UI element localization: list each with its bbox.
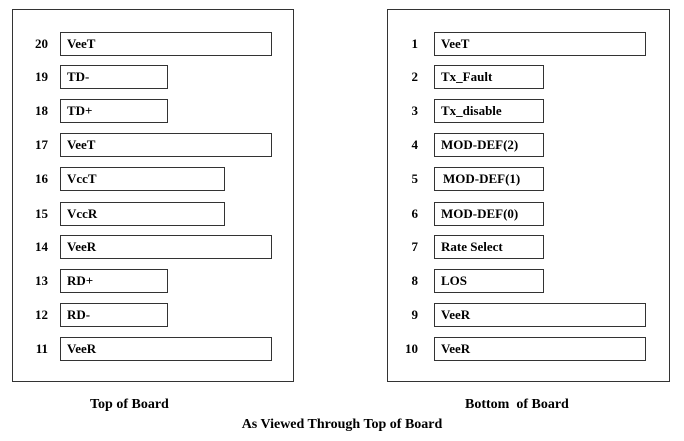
pin-label-box: RD- xyxy=(60,303,168,327)
figure-caption: As Viewed Through Top of Board xyxy=(241,417,443,432)
pin-number: 20 xyxy=(35,36,48,51)
pin-number: 5 xyxy=(411,171,419,186)
pin-number: 16 xyxy=(35,171,48,186)
pin-label-box: VccR xyxy=(60,202,225,226)
bottom-of-board-caption: Bottom of Board xyxy=(465,397,569,412)
pin-number: 13 xyxy=(35,273,48,288)
pin-number: 11 xyxy=(35,341,48,356)
pin-number: 18 xyxy=(35,103,48,118)
pin-number: 14 xyxy=(35,239,48,254)
pin-label-box: LOS xyxy=(434,269,544,293)
pin-label-box: MOD-DEF(0) xyxy=(434,202,544,226)
pin-number: 17 xyxy=(35,137,48,152)
pin-number: 19 xyxy=(35,69,48,84)
pin-label-box: VccT xyxy=(60,167,225,191)
top-of-board-panel: 20 VeeT 19 TD- 18 TD+ 17 VeeT 16 VccT 15… xyxy=(12,9,294,382)
pin-number: 3 xyxy=(411,103,419,118)
pin-number: 12 xyxy=(35,307,48,322)
pin-number: 1 xyxy=(411,36,419,51)
bottom-of-board-panel: 1 VeeT 2 Tx_Fault 3 Tx_disable 4 MOD-DEF… xyxy=(387,9,670,382)
pin-label-box: VeeR xyxy=(60,337,272,361)
pin-label-box: VeeR xyxy=(434,337,646,361)
pin-number: 15 xyxy=(35,206,48,221)
pin-number: 10 xyxy=(405,341,418,356)
pin-label-box: MOD-DEF(2) xyxy=(434,133,544,157)
pin-label-box: MOD-DEF(1) xyxy=(434,167,544,191)
pin-label-box: Rate Select xyxy=(434,235,544,259)
pin-label-box: TD- xyxy=(60,65,168,89)
pin-number: 2 xyxy=(411,69,419,84)
pin-number: 8 xyxy=(411,273,419,288)
pin-label-box: Tx_Fault xyxy=(434,65,544,89)
pin-label-box: VeeR xyxy=(60,235,272,259)
pin-label-box: VeeT xyxy=(434,32,646,56)
pin-label-box: Tx_disable xyxy=(434,99,544,123)
pin-label-box: TD+ xyxy=(60,99,168,123)
pin-label-box: VeeR xyxy=(434,303,646,327)
pin-number: 7 xyxy=(411,239,419,254)
pin-label-box: RD+ xyxy=(60,269,168,293)
pin-label-box: VeeT xyxy=(60,133,272,157)
top-of-board-caption: Top of Board xyxy=(90,397,169,412)
pin-number: 9 xyxy=(411,307,419,322)
pin-label-box: VeeT xyxy=(60,32,272,56)
pin-number: 6 xyxy=(411,206,419,221)
pin-number: 4 xyxy=(411,137,419,152)
